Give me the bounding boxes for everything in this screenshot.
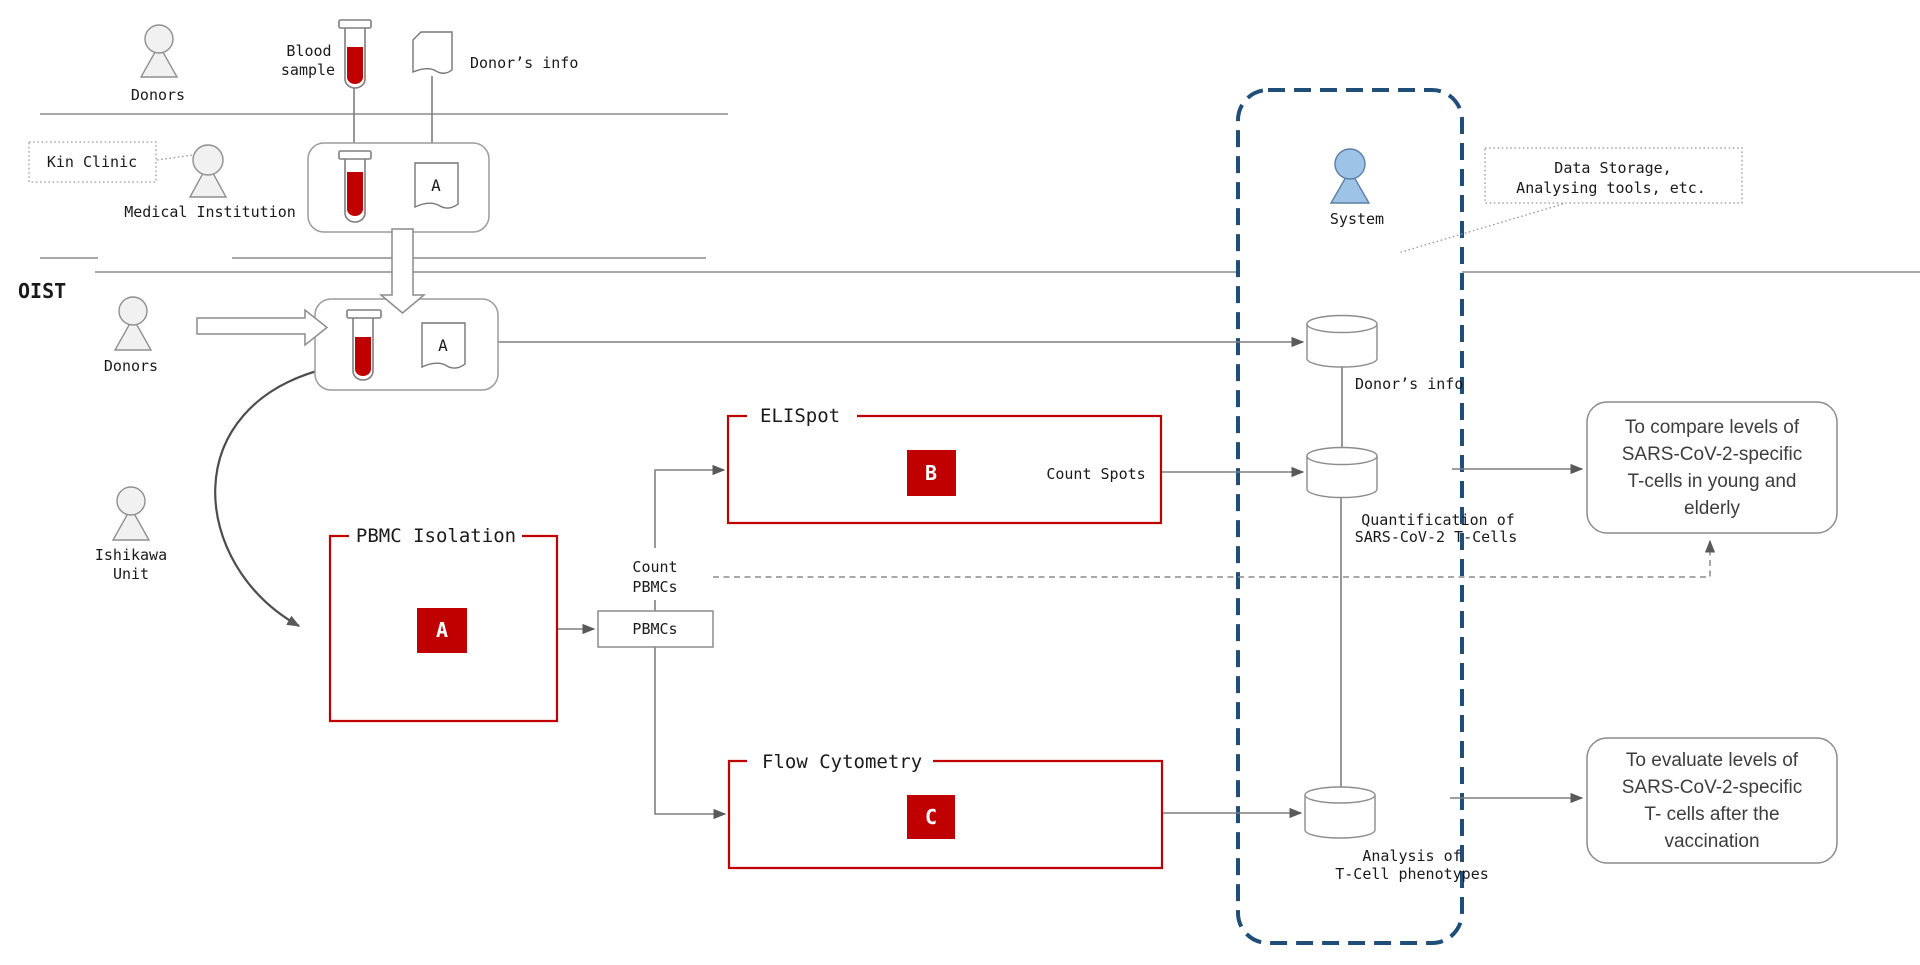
- arrow-pbmcs-to-flow: [654, 647, 727, 820]
- db-donors-info-label: Donor’s info: [1355, 375, 1463, 393]
- outcome-evaluate-line-3: T- cells after the: [1644, 804, 1779, 825]
- cylinder-top: [1306, 446, 1378, 466]
- db-donors-info: [1306, 314, 1378, 368]
- person-head: [118, 296, 148, 326]
- data-storage-callout: [1484, 147, 1743, 204]
- curved-arrow-sample-to-pbmc: [214, 366, 329, 627]
- tube-blood: [347, 47, 363, 84]
- count-pbmcs-label-1: Count: [632, 558, 677, 576]
- person-medical-institution: [188, 144, 228, 198]
- ishikawa-label-2: Unit: [113, 565, 149, 583]
- clinic-sample-group: [307, 142, 490, 233]
- flow-cytometry-title: Flow Cytometry: [762, 751, 922, 773]
- outcome-evaluate-line-4: vaccination: [1664, 831, 1759, 852]
- person-head: [192, 144, 224, 176]
- elispot-title: ELISpot: [760, 405, 840, 427]
- data-storage-label-2: Analysing tools, etc.: [1516, 179, 1706, 197]
- system-label: System: [1330, 210, 1384, 228]
- blood-sample-tube-top: [338, 19, 372, 89]
- outcome-evaluate-line-2: SARS-CoV-2-specific: [1622, 777, 1803, 798]
- pbmc-letter-badge: [417, 608, 467, 653]
- blood-sample-tube-oist: [346, 309, 382, 381]
- outcome-compare-line-3: T-cells in young and: [1628, 471, 1797, 492]
- tube-cap: [338, 150, 372, 160]
- person-body: [1329, 168, 1371, 204]
- pbmcs-node-label: PBMCs: [632, 620, 677, 638]
- medical-institution-label: Medical Institution: [124, 203, 296, 221]
- count-spots-label: Count Spots: [1046, 465, 1145, 483]
- kin-clinic-label: Kin Clinic: [47, 153, 137, 171]
- blood-sample-tube-clinic: [338, 150, 372, 223]
- outcome-compare-line-4: elderly: [1684, 498, 1740, 519]
- outcome-compare-line-1: To compare levels of: [1625, 417, 1800, 438]
- person-body: [113, 316, 153, 351]
- pbmc-isolation-box: [328, 534, 559, 723]
- pbmcs-node: [597, 610, 714, 648]
- elispot-box: [726, 414, 1163, 525]
- block-arrow-down: [378, 228, 427, 314]
- lane-separators: [40, 113, 1920, 273]
- document-a-oist: [421, 322, 466, 369]
- person-body: [139, 43, 179, 78]
- doc-a-clinic-label: A: [431, 176, 441, 195]
- pbmc-isolation-title: PBMC Isolation: [356, 525, 516, 547]
- cylinder-body: [1304, 795, 1376, 839]
- donors-info-label: Donor’s info: [470, 54, 578, 72]
- kin-clinic-callout: [28, 141, 157, 183]
- db-analysis: [1304, 786, 1376, 839]
- doc-a-oist-label: A: [438, 336, 448, 355]
- person-body: [188, 162, 228, 198]
- db-quant-label-2: SARS-CoV-2 T-Cells: [1355, 528, 1518, 546]
- person-system: [1329, 148, 1371, 204]
- count-pbmcs-label-2: PBMCs: [632, 578, 677, 596]
- db-quantification: [1306, 446, 1378, 499]
- cylinder-top: [1304, 786, 1376, 804]
- db-quant-label-1: Quantification of: [1361, 511, 1515, 529]
- tube-cap: [338, 19, 372, 29]
- pbmc-letter: A: [436, 618, 448, 642]
- person-ishikawa-unit: [111, 486, 151, 541]
- document-donor-info: [412, 31, 453, 74]
- oist-label: OIST: [18, 279, 66, 303]
- blood-sample-label-2: sample: [281, 61, 335, 79]
- flow-letter-badge: [907, 795, 955, 839]
- person-donors-oist: [113, 296, 153, 351]
- person-head: [116, 486, 146, 516]
- document-a-clinic: [414, 162, 459, 209]
- tube-blood: [355, 337, 371, 376]
- data-storage-label-1: Data Storage,: [1554, 159, 1671, 177]
- oist-sample-group: [314, 298, 499, 391]
- dashed-arrow-to-compare: [713, 539, 1716, 578]
- flow-cytometry-box: [727, 759, 1164, 870]
- person-body: [111, 506, 151, 541]
- flow-letter: C: [925, 805, 937, 829]
- person-head: [144, 24, 174, 54]
- kin-clinic-leader: [156, 154, 194, 161]
- arrow-pbmcs-to-elispot: [654, 464, 726, 548]
- person-head: [1334, 148, 1366, 180]
- db-analysis-label-2: T-Cell phenotypes: [1335, 865, 1489, 883]
- outcome-compare-box: [1586, 401, 1838, 534]
- tube-cap: [346, 309, 382, 319]
- outcome-compare-line-2: SARS-CoV-2-specific: [1622, 444, 1803, 465]
- block-arrow-right: [196, 308, 329, 347]
- cylinder-top: [1306, 314, 1378, 334]
- system-boundary: [1236, 88, 1464, 945]
- elispot-letter: B: [925, 461, 937, 485]
- person-donors-top: [139, 24, 179, 78]
- cylinder-body: [1306, 456, 1378, 499]
- tube-blood: [347, 172, 363, 216]
- db-analysis-label-1: Analysis of: [1362, 847, 1461, 865]
- ishikawa-label-1: Ishikawa: [95, 546, 167, 564]
- outcome-evaluate-line-1: To evaluate levels of: [1626, 750, 1799, 771]
- cylinder-body: [1306, 324, 1378, 368]
- donors-oist-label: Donors: [104, 357, 158, 375]
- outcome-evaluate-box: [1586, 737, 1838, 864]
- donors-top-label: Donors: [131, 86, 185, 104]
- blood-sample-label-1: Blood: [286, 42, 331, 60]
- data-storage-leader: [1397, 203, 1564, 254]
- elispot-letter-badge: [907, 450, 956, 496]
